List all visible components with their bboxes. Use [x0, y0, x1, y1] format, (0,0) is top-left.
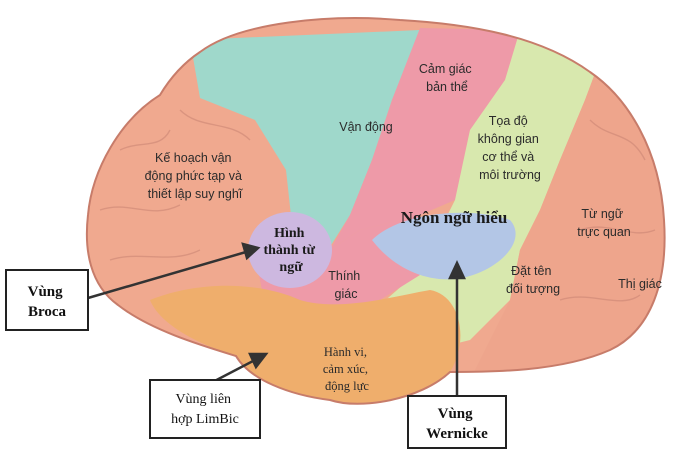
wernicke-arrowhead-icon	[448, 260, 466, 280]
pointer-arrows	[87, 242, 466, 396]
wernicke-area	[372, 212, 516, 280]
label-motor: Vận động	[339, 120, 393, 134]
broca-area	[248, 212, 332, 288]
callout-wernicke: Vùng Wernicke	[407, 395, 507, 449]
motor-cortex	[190, 30, 420, 250]
label-naming: Đặt tên đối tượng	[506, 264, 560, 296]
label-somatosensory: Cảm giác bản thể	[419, 62, 475, 94]
svg-text:Vùng Wernicke: Vùng Wernicke	[426, 406, 488, 442]
label-vision: Thị giác	[618, 277, 662, 291]
brain-outline	[85, 17, 666, 405]
callout-broca: Vùng Broca	[5, 269, 89, 331]
svg-text:Vùng Broca: Vùng Broca	[28, 284, 67, 320]
occipital-lobe	[470, 60, 665, 380]
label-word-forming: Hình thành từ ngữ	[263, 226, 318, 275]
gyri-lines	[99, 109, 656, 302]
label-hearing: Thính giác	[328, 269, 363, 301]
label-spatial: Tọa độ không gian cơ thể và môi trường	[478, 114, 543, 182]
callout-limbic: Vùng liên hợp LimBic	[149, 379, 261, 439]
limbic-arrowhead-icon	[248, 352, 269, 370]
label-planning: Kế hoạch vận động phức tạp và thiết lập …	[145, 151, 246, 201]
label-language: Ngôn ngữ hiểu	[401, 208, 508, 227]
limbic-area	[150, 285, 461, 404]
broca-arrow-line	[87, 250, 247, 300]
svg-text:Vùng liên hợp LimBic: Vùng liên hợp LimBic	[171, 392, 239, 427]
broca-arrowhead-icon	[241, 242, 261, 261]
label-behavior: Hành vi, cảm xúc, động lực	[323, 345, 371, 393]
somatosensory-cortex	[330, 28, 520, 250]
label-visual-words: Từ ngữ trực quan	[577, 207, 631, 239]
